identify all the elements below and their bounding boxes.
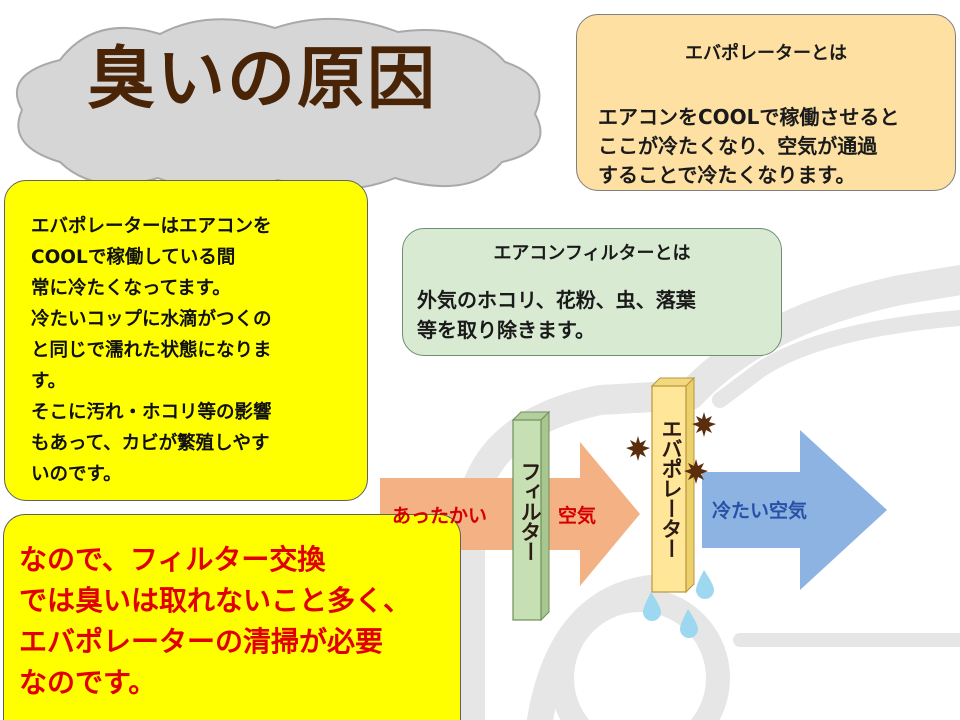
conclusion-line: なので、フィルター交換 [19,543,326,576]
explanation-line: いのです。 [31,464,122,485]
evaporator-info-line: エアコンをCOOLで稼働させると [598,105,900,129]
filter-info-heading: エアコンフィルターとは [493,243,691,264]
evaporator-info-heading: エバポレーターとは [685,43,847,64]
explanation-line: 常に冷たくなってます。 [31,278,231,299]
conclusion-box: なので、フィルター交換 では臭いは取れないこと多く、 エバポレーターの清掃が必要… [3,514,461,720]
explanation-line: と同じで濡れた状態になりま [31,340,272,361]
explanation-line: 冷たいコップに水滴がつくの [31,309,272,330]
water-drop-icon [643,570,714,638]
explanation-line: そこに汚れ・ホコリ等の影響 [31,402,272,423]
explanation-line: エバポレーターはエアコンを [31,216,272,237]
conclusion-text: なので、フィルター交換 では臭いは取れないこと多く、 エバポレーターの清掃が必要… [19,539,454,703]
filter-bar [511,410,551,622]
conclusion-line: では臭いは取れないこと多く、 [19,584,412,617]
conclusion-line: エバポレーターの清掃が必要 [19,625,384,658]
filter-label: フィルター [518,461,542,561]
evaporator-info-line: ここが冷たくなり、空気が通過 [598,134,878,158]
filter-info-box: エアコンフィルターとは 外気のホコリ、花粉、虫、落葉 等を取り除きます。 [402,228,782,356]
evaporator-info-box: エバポレーターとは エアコンをCOOLで稼働させると ここが冷たくなり、空気が通… [576,14,956,191]
filter-info-line: 外気のホコリ、花粉、虫、落葉 [417,288,696,312]
mold-icon [626,412,716,484]
cold-air-arrow [702,430,887,590]
explanation-line: COOLで稼働している間 [31,247,236,268]
evaporator-bar [650,376,696,594]
air-label: 空気 [558,505,597,527]
explanation-text: エバポレーターはエアコンを COOLで稼働している間 常に冷たくなってます。 冷… [31,211,359,490]
title-cloud [16,17,542,191]
evaporator-info-text: エアコンをCOOLで稼働させると ここが冷たくなり、空気が通過 することで冷たく… [598,103,947,190]
filter-info-line: 等を取り除きます。 [417,318,595,342]
cold-air-label: 冷たい空気 [712,500,808,522]
explanation-line: す。 [31,371,67,392]
warm-air-label: あったかい [392,505,488,527]
evaporator-info-line: することで冷たくなります。 [598,163,856,187]
page-title: 臭いの原因 [87,40,438,119]
car-silhouette [455,265,960,720]
explanation-line: もあって、カビが繁殖しやす [31,433,270,454]
explanation-box: エバポレーターはエアコンを COOLで稼働している間 常に冷たくなってます。 冷… [4,180,368,501]
conclusion-line: なのです。 [19,666,157,699]
filter-info-text: 外気のホコリ、花粉、虫、落葉 等を取り除きます。 [417,285,773,345]
evaporator-label: エバポレーター [659,418,683,558]
